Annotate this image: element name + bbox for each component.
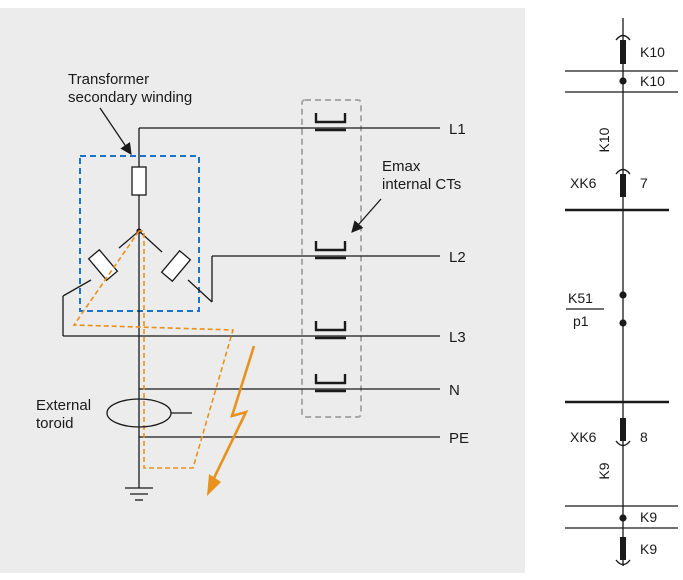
xk6-top-pin: 7 (640, 175, 648, 191)
ct-l3 (314, 321, 347, 340)
resistor-icon (131, 166, 147, 196)
junction (619, 77, 627, 85)
lightning-fault-icon (212, 345, 256, 479)
ct-l1 (314, 113, 347, 132)
connector-icon (615, 168, 631, 197)
resistor-icon (160, 249, 192, 283)
fault-path (72, 230, 235, 469)
line-label-n: N (449, 382, 460, 399)
xk6-top-label: XK6 (570, 175, 597, 191)
ct-label: Emax internal CTs (382, 158, 461, 193)
toroid-label: External toroid (36, 397, 95, 432)
line-label-pe: PE (449, 430, 469, 447)
fault-arrow-head (207, 474, 221, 496)
xk6-bottom-label: XK6 (570, 429, 597, 445)
connector-icon (615, 537, 631, 566)
transformer-label: Transformer secondary winding (68, 71, 192, 106)
line-label-l2: L2 (449, 249, 466, 266)
ground-icon (125, 487, 153, 501)
junction (619, 291, 627, 299)
k9-second-label: K9 (640, 509, 657, 525)
line-label-l3: L3 (449, 329, 466, 346)
k9-bottom-label: K9 (640, 541, 657, 557)
connector-icon (615, 34, 631, 64)
left-panel-background (0, 8, 525, 573)
xk6-bottom-pin: 8 (640, 429, 648, 445)
k51-label: K51 (568, 290, 593, 306)
ct-n (314, 374, 347, 393)
k9-vertical-label: K9 (596, 462, 612, 479)
k10-second-label: K10 (640, 73, 665, 89)
ct-enclosure (301, 99, 362, 418)
k10-top-label: K10 (640, 44, 665, 60)
line-label-l1: L1 (449, 121, 466, 138)
ct-l2 (314, 241, 347, 260)
k10-vertical-label: K10 (596, 127, 612, 152)
junction (619, 319, 627, 327)
connector-icon (615, 418, 631, 447)
transformer-leader (99, 107, 132, 155)
p1-label: p1 (573, 313, 589, 329)
junction (619, 514, 627, 522)
ct-leader (351, 198, 382, 233)
